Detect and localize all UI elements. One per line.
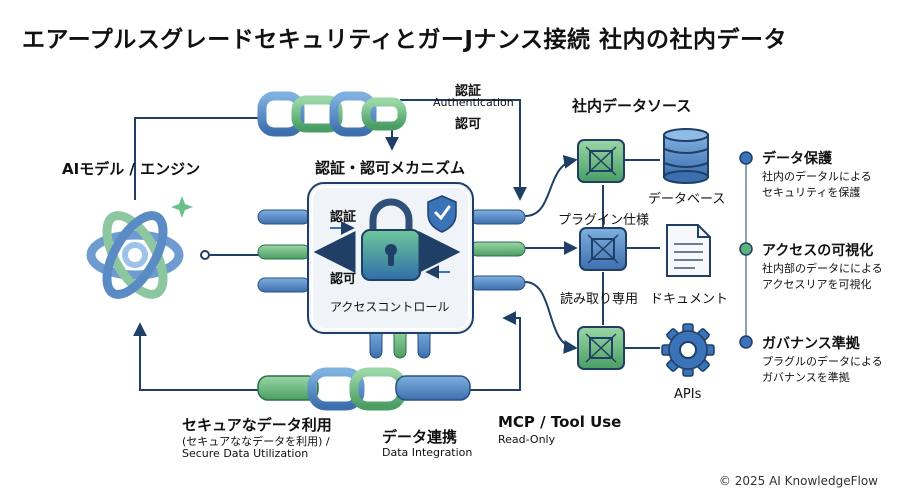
auth-top-label: 認証 <box>455 84 482 99</box>
integration-sub: Data Integration <box>382 446 473 459</box>
plugin-node-bottom <box>577 326 625 370</box>
plugin-node-top <box>577 139 625 183</box>
line-bottom-chain-to-ai <box>133 322 262 391</box>
copyright: © 2025 AI KnowledgeFlow <box>718 474 878 488</box>
ai-model-icon <box>86 211 184 299</box>
database-icon <box>663 128 709 184</box>
feature-desc: アクセスリアを可視化 <box>762 278 872 291</box>
secure-use-sub1: (セキュアななデータを利用) / <box>182 435 330 448</box>
secure-use-sub2: Secure Data Utilization <box>182 447 309 460</box>
feature-desc: 社内部のデータにによる <box>762 262 883 275</box>
ai-model-label: AIモデル / エンジン <box>62 160 201 178</box>
line-ai-to-top-chain <box>134 117 262 200</box>
plugin-spec-label: プラグイン仕様 <box>558 213 650 228</box>
mechanism-title: 認証・認可メカニズム <box>315 159 466 177</box>
authz-top-label: 認可 <box>455 117 482 132</box>
lock-icon <box>361 198 421 281</box>
gear-icon <box>661 323 715 377</box>
feature-desc: プラグルのデータによる <box>762 355 883 368</box>
line-top-chain-to-connectors <box>400 99 527 201</box>
feature-item: アクセスの可視化 社内部のデータにによる アクセスリアを可視化 <box>762 240 883 292</box>
data-sources-title: 社内データソース <box>572 97 692 115</box>
plugin-node-middle <box>579 227 627 271</box>
secure-use-title: セキュアなデータ利用 <box>182 416 332 434</box>
mcp-title: MCP / Tool Use <box>498 413 622 431</box>
bottom-chain-icon <box>257 367 471 411</box>
database-label: データベース <box>648 192 726 207</box>
feature-item: データ保護 社内のデータルによる セキュリティを保護 <box>762 148 872 200</box>
feature-title: アクセスの可視化 <box>762 243 874 259</box>
feature-title: ガバナンス準拠 <box>762 336 860 352</box>
mechanism-auth-label: 認証 <box>330 210 357 225</box>
feature-desc: 社内のデータルによる <box>762 170 872 183</box>
mcp-sub: Read-Only <box>498 433 556 446</box>
read-only-label: 読み取り専用 <box>560 292 639 307</box>
integration-title: データ連携 <box>382 428 458 446</box>
left-connectors <box>257 209 311 293</box>
auth-top-label-en: Authentication <box>433 96 514 109</box>
right-connectors <box>469 209 526 291</box>
feature-item: ガバナンス準拠 プラグルのデータによる ガバナンスを準拠 <box>762 333 883 385</box>
feature-desc: ガバナンスを準拠 <box>762 371 850 384</box>
apis-label: APIs <box>674 387 702 402</box>
mechanism-authz-label: 認可 <box>330 272 357 287</box>
feature-title: データ保護 <box>762 151 832 167</box>
page-title: エアープルスグレードセキュリティとガーJナンス接続 社内の社内データ <box>22 27 787 53</box>
feature-desc: セキュリティを保護 <box>762 186 861 199</box>
top-chain-icon <box>257 91 407 137</box>
document-icon <box>666 224 711 277</box>
access-control-label: アクセスコントロール <box>330 300 450 314</box>
sparkle-icon <box>171 196 193 218</box>
document-label: ドキュメント <box>650 292 729 307</box>
